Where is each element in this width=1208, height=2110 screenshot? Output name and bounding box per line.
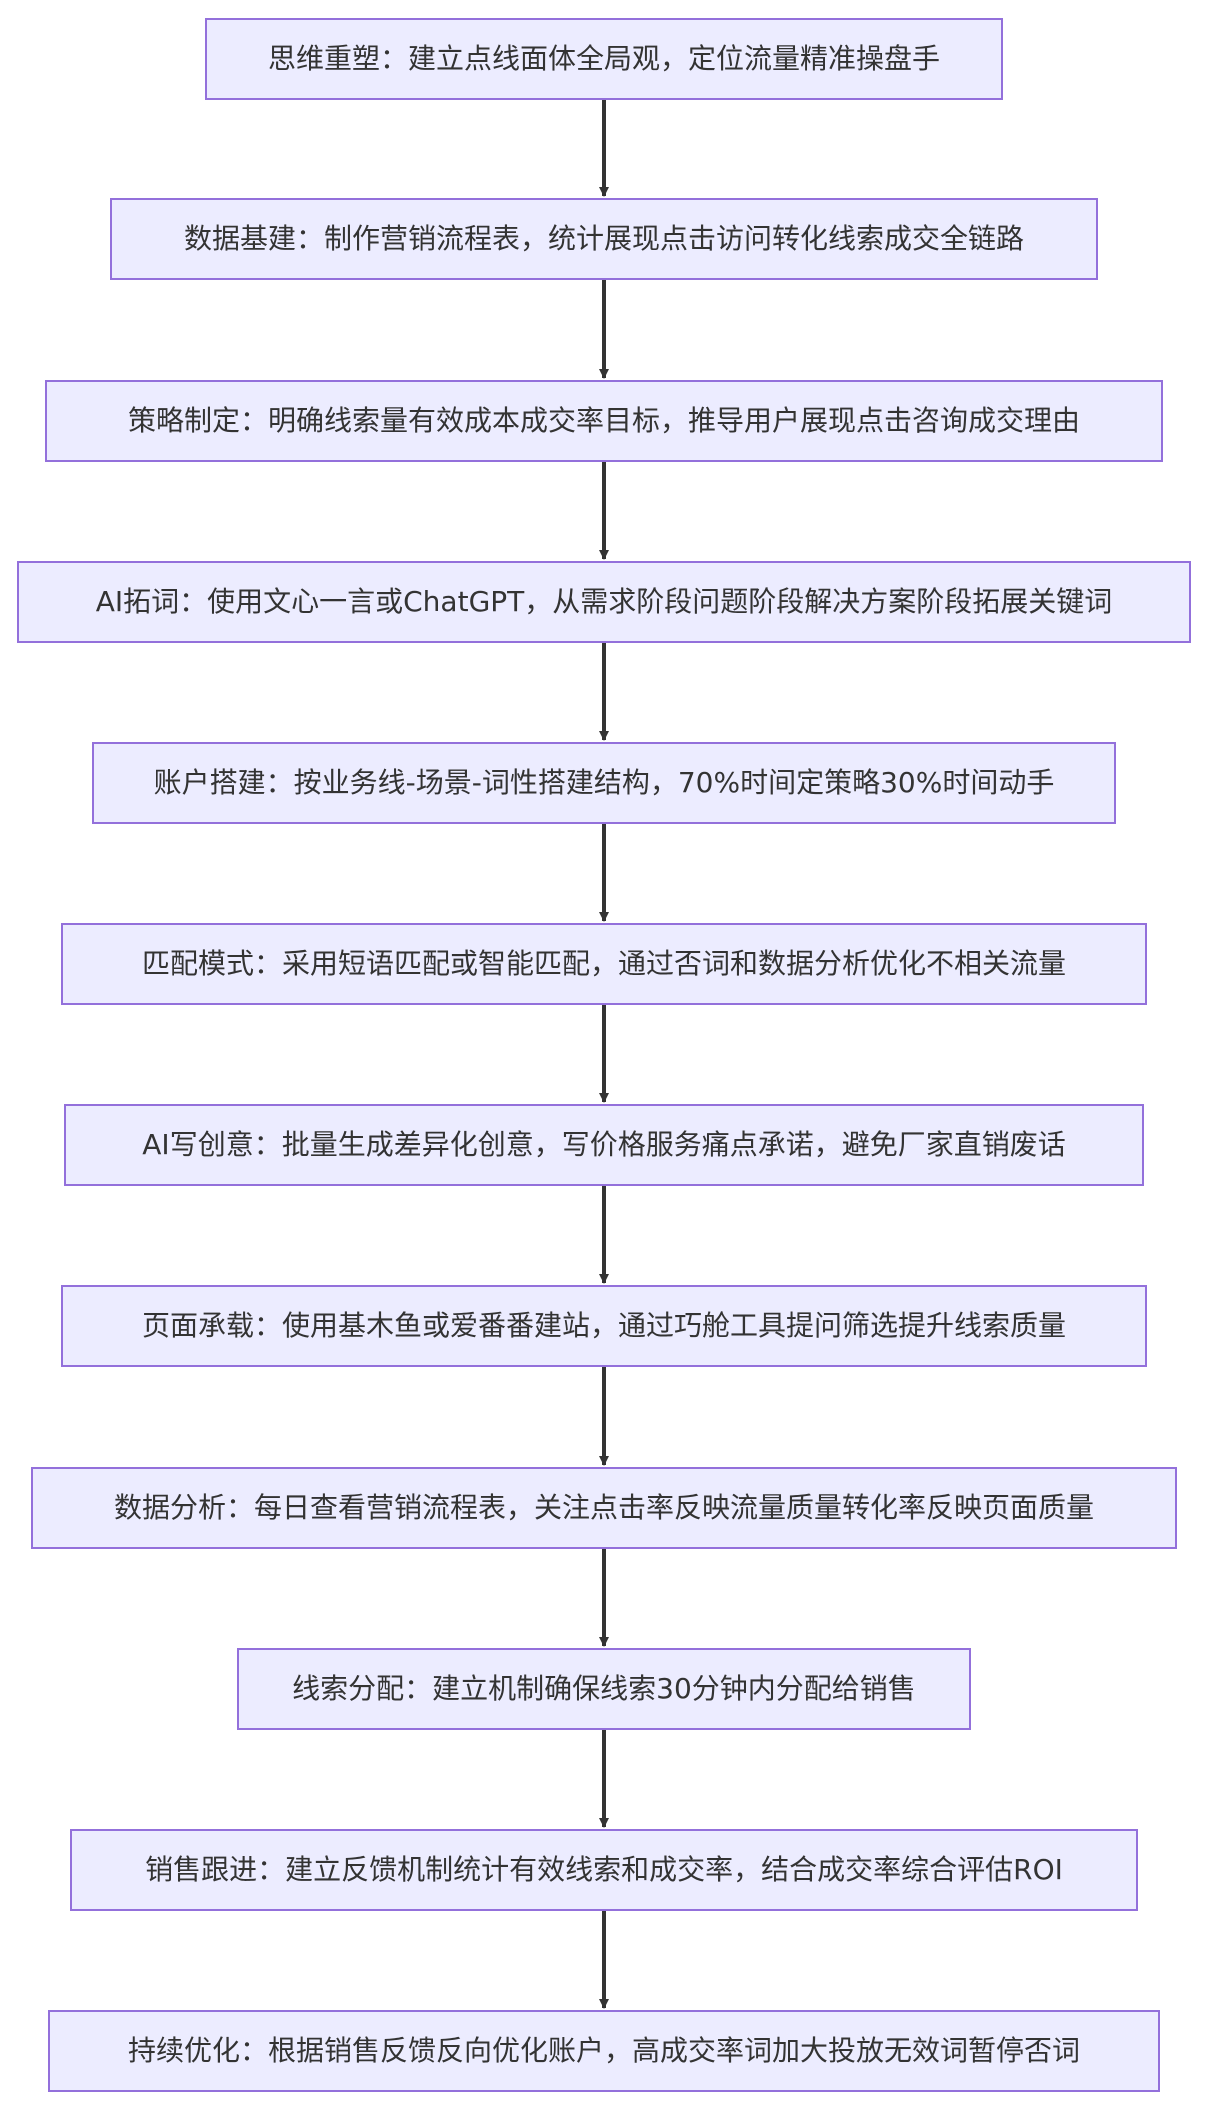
flowchart-step-3: 策略制定：明确线索量有效成本成交率目标，推导用户展现点击咨询成交理由 — [45, 380, 1163, 462]
flowchart-step-12: 持续优化：根据销售反馈反向优化账户，高成交率词加大投放无效词暂停否词 — [48, 2010, 1160, 2092]
flowchart-step-5: 账户搭建：按业务线-场景-词性搭建结构，70%时间定策略30%时间动手 — [92, 742, 1116, 824]
flowchart-step-4: AI拓词：使用文心一言或ChatGPT，从需求阶段问题阶段解决方案阶段拓展关键词 — [17, 561, 1191, 643]
flowchart-step-9: 数据分析：每日查看营销流程表，关注点击率反映流量质量转化率反映页面质量 — [31, 1467, 1177, 1549]
flowchart-step-10: 线索分配：建立机制确保线索30分钟内分配给销售 — [237, 1648, 971, 1730]
flowchart-step-1: 思维重塑：建立点线面体全局观，定位流量精准操盘手 — [205, 18, 1003, 100]
flowchart-step-7: AI写创意：批量生成差异化创意，写价格服务痛点承诺，避免厂家直销废话 — [64, 1104, 1144, 1186]
flowchart-step-6: 匹配模式：采用短语匹配或智能匹配，通过否词和数据分析优化不相关流量 — [61, 923, 1147, 1005]
flowchart-step-11: 销售跟进：建立反馈机制统计有效线索和成交率，结合成交率综合评估ROI — [70, 1829, 1138, 1911]
flowchart-step-8: 页面承载：使用基木鱼或爱番番建站，通过巧舱工具提问筛选提升线索质量 — [61, 1285, 1147, 1367]
flowchart-step-2: 数据基建：制作营销流程表，统计展现点击访问转化线索成交全链路 — [110, 198, 1098, 280]
